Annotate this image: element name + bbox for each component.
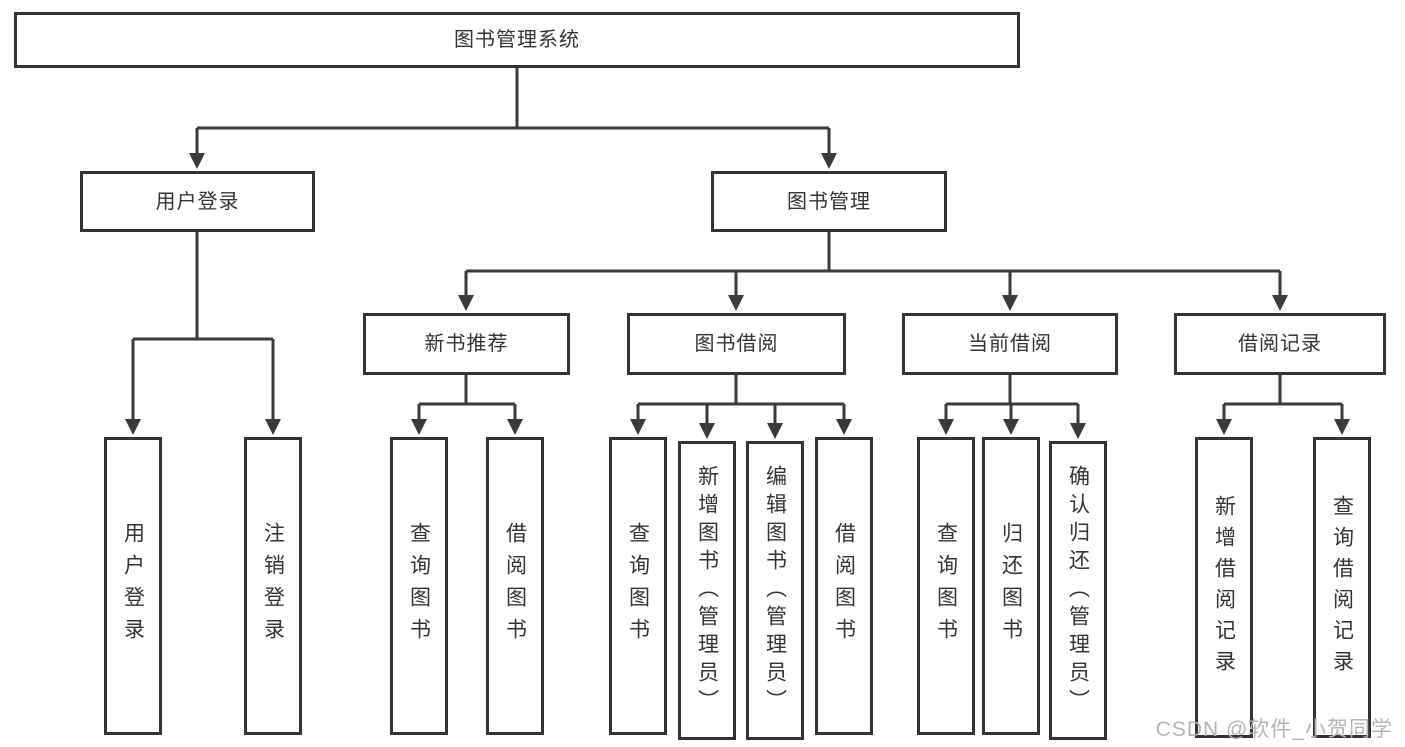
leaf-logout-label: 注销登录: [261, 522, 285, 650]
connector-current-borrow-to-leaves: [938, 375, 1086, 439]
leaf-return-books-label: 归还图书: [999, 522, 1023, 650]
leaf-edit-books-admin-label: 编辑图书（管理员）: [763, 464, 787, 717]
leaf-rec-borrow-books: 借阅图书: [486, 437, 544, 735]
connector-borrow-record-to-leaves: [1216, 375, 1350, 435]
leaf-current-query-books-label: 查询图书: [934, 522, 958, 650]
leaf-query-borrow-record-label: 查询借阅记录: [1330, 494, 1354, 681]
leaf-edit-books-admin: 编辑图书（管理员）: [746, 441, 804, 740]
leaf-user-login: 用户登录: [104, 437, 162, 735]
node-new-book-rec: 新书推荐: [363, 313, 570, 375]
leaf-add-books-admin-label: 新增图书（管理员）: [695, 464, 719, 717]
node-current-borrow: 当前借阅: [902, 313, 1118, 375]
leaf-confirm-return-admin: 确认归还（管理员）: [1049, 441, 1107, 740]
leaf-add-borrow-record-label: 新增借阅记录: [1212, 494, 1236, 681]
node-book-mgmt-label: 图书管理: [787, 190, 871, 213]
leaf-query-borrow-record: 查询借阅记录: [1313, 437, 1371, 738]
node-user-login-label: 用户登录: [155, 190, 240, 213]
leaf-return-books: 归还图书: [982, 437, 1040, 735]
leaf-rec-query-books-label: 查询图书: [407, 522, 431, 650]
csdn-watermark: CSDN @软件_小贺同学: [1155, 718, 1393, 741]
leaf-logout: 注销登录: [244, 437, 302, 735]
leaf-borrow-books-label: 借阅图书: [832, 522, 856, 650]
leaf-borrow-query-books: 查询图书: [609, 437, 667, 735]
node-book-borrow-label: 图书借阅: [694, 333, 779, 355]
node-borrow-record-label: 借阅记录: [1238, 333, 1322, 355]
leaf-add-borrow-record: 新增借阅记录: [1195, 437, 1253, 738]
node-current-borrow-label: 当前借阅: [968, 333, 1052, 355]
leaf-borrow-books: 借阅图书: [815, 437, 873, 735]
node-root: 图书管理系统: [14, 12, 1020, 68]
node-user-login: 用户登录: [80, 171, 315, 232]
connector-book-borrow-to-leaves: [630, 375, 852, 439]
leaf-confirm-return-admin-label: 确认归还（管理员）: [1066, 464, 1090, 717]
connector-root-to-level2: [189, 68, 837, 169]
connector-user-login-to-leaves: [125, 232, 281, 435]
leaf-add-books-admin: 新增图书（管理员）: [678, 441, 736, 740]
node-book-borrow: 图书借阅: [627, 313, 846, 375]
leaf-current-query-books: 查询图书: [917, 437, 975, 735]
node-new-book-rec-label: 新书推荐: [424, 333, 509, 355]
leaf-rec-borrow-books-label: 借阅图书: [503, 522, 527, 650]
node-root-label: 图书管理系统: [454, 29, 580, 51]
connector-book-mgmt-to-level3: [458, 232, 1288, 311]
leaf-user-login-label: 用户登录: [121, 522, 145, 650]
leaf-borrow-query-books-label: 查询图书: [626, 522, 650, 650]
node-borrow-record: 借阅记录: [1174, 313, 1386, 375]
connector-new-book-rec-to-leaves: [411, 375, 523, 435]
node-book-mgmt: 图书管理: [711, 171, 947, 232]
leaf-rec-query-books: 查询图书: [390, 437, 448, 735]
